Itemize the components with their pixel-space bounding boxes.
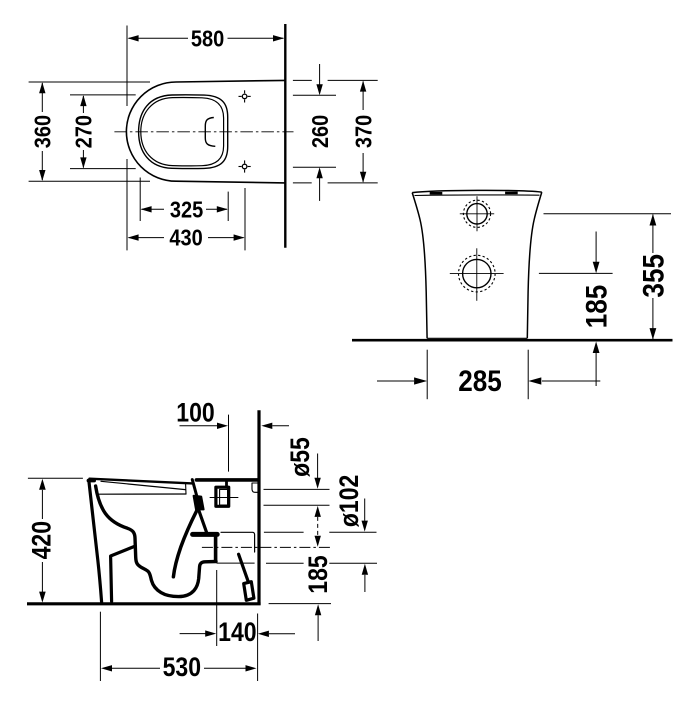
svg-text:ø102: ø102 xyxy=(335,475,364,528)
svg-text:370: 370 xyxy=(350,115,377,148)
svg-text:260: 260 xyxy=(307,115,334,148)
svg-text:285: 285 xyxy=(458,364,502,397)
svg-text:270: 270 xyxy=(70,115,97,148)
svg-text:185: 185 xyxy=(305,555,334,594)
svg-text:140: 140 xyxy=(218,619,256,648)
svg-text:430: 430 xyxy=(169,224,202,251)
svg-text:ø55: ø55 xyxy=(286,437,315,477)
svg-text:530: 530 xyxy=(163,653,201,682)
svg-text:360: 360 xyxy=(29,115,56,148)
svg-text:185: 185 xyxy=(580,285,613,329)
svg-text:580: 580 xyxy=(191,25,224,52)
svg-text:420: 420 xyxy=(28,521,57,559)
svg-text:355: 355 xyxy=(637,254,670,298)
svg-text:325: 325 xyxy=(170,196,203,223)
svg-text:100: 100 xyxy=(176,399,214,428)
